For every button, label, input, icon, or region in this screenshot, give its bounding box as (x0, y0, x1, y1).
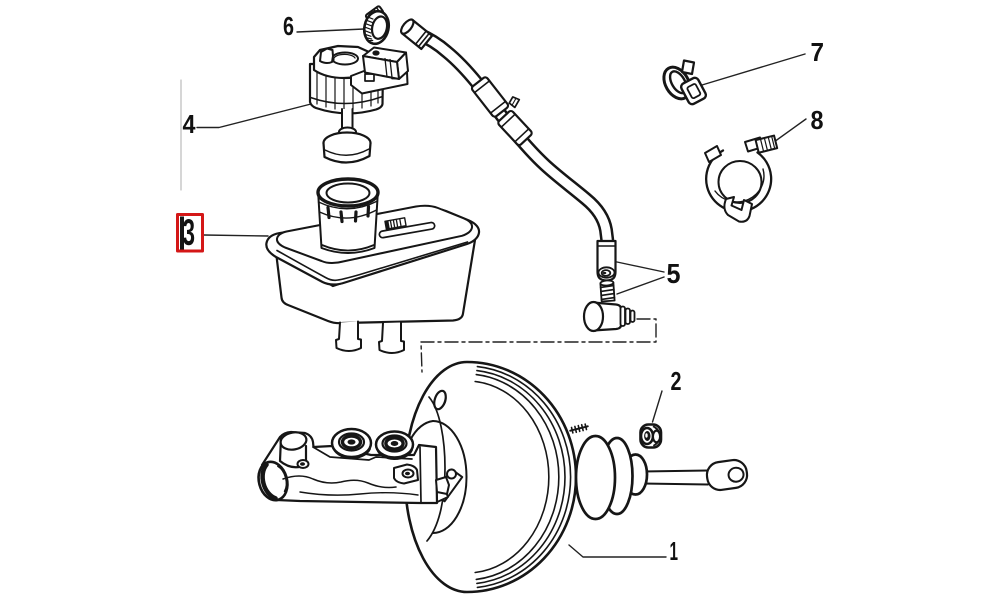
svg-text:3: 3 (183, 212, 196, 253)
svg-text:7: 7 (811, 37, 825, 67)
svg-text:4: 4 (183, 109, 196, 139)
svg-text:2: 2 (671, 366, 682, 396)
svg-text:6: 6 (283, 11, 294, 41)
svg-text:8: 8 (811, 105, 824, 135)
svg-text:5: 5 (667, 258, 681, 289)
svg-text:1: 1 (670, 536, 679, 566)
